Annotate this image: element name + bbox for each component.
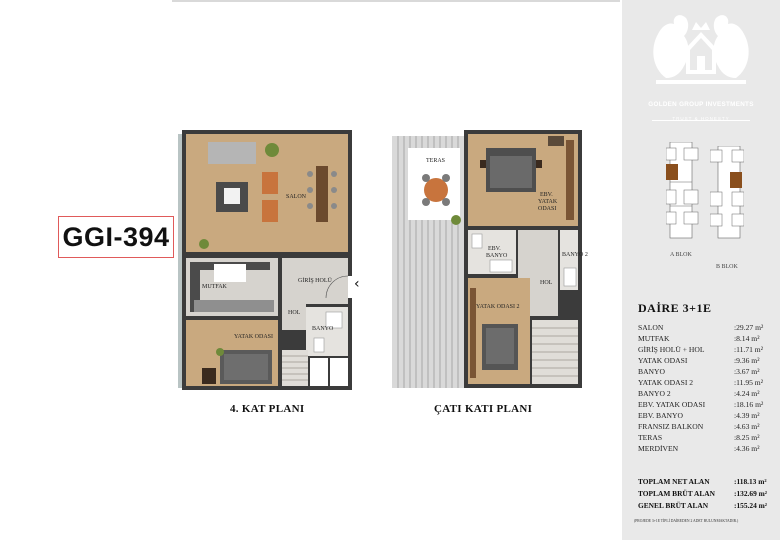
area-row: EBV. BANYO:4.39 m²	[638, 411, 760, 420]
room-label-ebv-yatak-1: EBV.	[540, 192, 553, 198]
total-row: TOPLAM BRÜT ALAN:132.69 m²	[638, 489, 768, 498]
desk	[202, 368, 216, 384]
terrace-table	[424, 178, 448, 202]
total-row: GENEL BRÜT ALAN:155.24 m²	[638, 501, 768, 510]
footnote: (PROJEDE 3+1E TİPLİ DAİREDEN 2 ADET BULU…	[634, 519, 739, 523]
area-row: BANYO 2:4.24 m²	[638, 389, 760, 398]
area-row: GİRİŞ HOLÜ + HOL:11.71 m²	[638, 345, 763, 354]
room-label-ebv-banyo-1: EBV.	[488, 246, 501, 252]
armchair-1	[262, 172, 278, 194]
block-b-label: B BLOK	[716, 264, 738, 270]
floor4-title: 4. KAT PLANI	[230, 403, 305, 415]
terrace-plant-icon	[451, 215, 461, 225]
brand-divider	[652, 120, 750, 121]
area-row: EBV. YATAK ODASI:18.16 m²	[638, 400, 764, 409]
block-b-highlight	[730, 172, 742, 188]
room-label-salon: SALON	[286, 194, 307, 200]
area-row: BANYO:3.67 m²	[638, 367, 760, 376]
room-label-hol: HOL	[288, 310, 301, 316]
area-row: YATAK ODASI:9.36 m²	[638, 356, 760, 365]
sink	[325, 311, 343, 329]
total-row: TOPLAM NET ALAN:118.13 m²	[638, 477, 767, 486]
room-label-mutfak: MUTFAK	[202, 284, 228, 290]
floor4-plan: SALON MUTFAK GİRİŞ HOLÜ HOL YATAK ODASI …	[178, 130, 352, 390]
plant-icon-2	[199, 239, 209, 249]
armchair-2	[262, 200, 278, 222]
block-a-key	[666, 142, 699, 239]
room-label-ebv-yatak-2: YATAK	[538, 199, 558, 205]
block-b-key	[710, 146, 744, 239]
room-label-ebv-yatak-3: ODASI	[538, 206, 556, 212]
brand-name: GOLDEN GROUP INVESTMENTS	[648, 101, 754, 108]
kitchen-island	[194, 300, 274, 312]
kitchen-counter	[190, 262, 200, 312]
info-panel: GOLDEN GROUP INVESTMENTS TRUST & HONESTY…	[622, 0, 780, 540]
area-row: MUTFAK:8.14 m²	[638, 334, 760, 343]
area-row: MERDİVEN:4.36 m²	[638, 444, 760, 453]
brand-tagline: TRUST & HONESTY	[672, 116, 730, 121]
area-row: FRANSIZ BALKON:4.63 m²	[638, 422, 760, 431]
kitchen-table	[214, 264, 246, 282]
room-label-teras: TERAS	[426, 158, 445, 164]
area-row: TERAS:8.25 m²	[638, 433, 760, 442]
area-row: YATAK ODASI 2:11.95 m²	[638, 378, 763, 387]
roof-title: ÇATI KATI PLANI	[434, 403, 533, 415]
block-a-label: A BLOK	[670, 252, 692, 258]
room-label-hol: HOL	[540, 280, 553, 286]
room-label-yatak2: YATAK ODASI 2	[476, 304, 520, 310]
room-label-yatak: YATAK ODASI	[234, 334, 273, 340]
toilet	[313, 337, 325, 353]
roof-plan: TERAS EBV. YATAK ODASI EBV. BANYO BANYO …	[392, 130, 588, 388]
dining-table	[316, 166, 328, 222]
apartment-type: DAİRE 3+1E	[638, 301, 712, 315]
room-label-ebv-banyo-2: BANYO	[486, 253, 508, 259]
area-row: SALON:29.27 m²	[638, 323, 764, 332]
plant-icon	[265, 143, 279, 157]
top-divider	[172, 0, 620, 2]
block-a-highlight	[666, 164, 678, 180]
project-code-label: GGI-394	[58, 216, 174, 258]
room-label-giris: GİRİŞ HOLÜ	[298, 277, 332, 284]
room-label-banyo2: BANYO 2	[562, 252, 588, 258]
window-strip	[178, 134, 184, 388]
wardrobe	[566, 140, 574, 220]
lion-crest-logo	[653, 15, 749, 84]
coffee-table	[224, 188, 240, 204]
entrance-arrow-icon: ‹	[354, 276, 360, 292]
sofa	[208, 142, 256, 164]
room-label-banyo: BANYO	[312, 326, 334, 332]
